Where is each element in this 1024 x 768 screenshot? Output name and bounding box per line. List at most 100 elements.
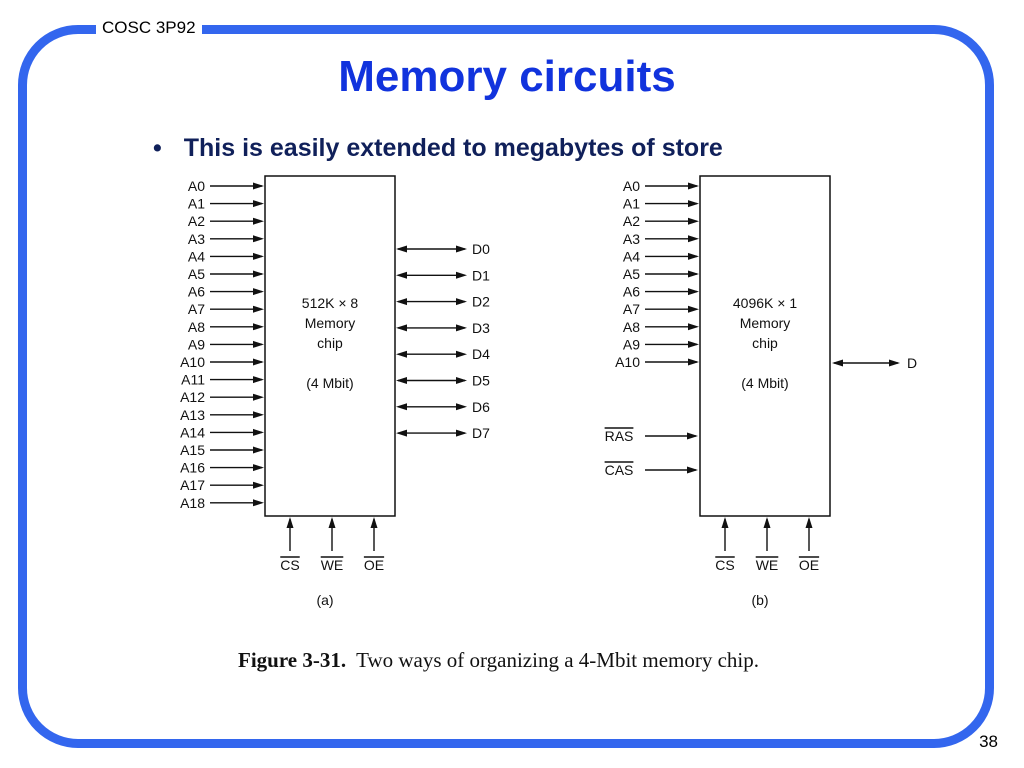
- diagram-a-data-label: D1: [472, 267, 490, 283]
- diagram-a-data-arrow-in: [396, 350, 407, 358]
- diagram-a-address-label: A8: [188, 319, 205, 335]
- diagram-a-address-arrow: [253, 446, 264, 454]
- diagram-b-strobe-label: CAS: [605, 462, 634, 478]
- diagram-b-control-label: WE: [756, 557, 779, 573]
- diagram-b-control-arrow: [763, 517, 771, 528]
- diagram-a-address-arrow: [253, 393, 264, 401]
- diagram-a-chip-label: chip: [317, 335, 343, 351]
- diagram-a-diagram-label: (a): [316, 592, 333, 608]
- diagram-a-data-label: D0: [472, 241, 490, 257]
- diagram-b-address-label: A7: [623, 301, 640, 317]
- diagram-a-control-arrow: [286, 517, 294, 528]
- diagram-b-address-arrow: [688, 340, 699, 348]
- diagram-b-address-arrow: [688, 305, 699, 313]
- diagram-b-address-arrow: [688, 200, 699, 208]
- bullet-marker: •: [153, 134, 162, 162]
- diagram-a-address-arrow: [253, 217, 264, 225]
- diagram-a-control-arrow: [328, 517, 336, 528]
- diagram-b-address-label: A5: [623, 266, 640, 282]
- diagram-a-data-arrow-in: [396, 403, 407, 411]
- diagram-b-address-label: A6: [623, 284, 640, 300]
- diagram-a-chip-label: (4 Mbit): [306, 375, 353, 391]
- diagram-b-address-label: A1: [623, 196, 640, 212]
- diagram-a-data-arrow-in: [396, 271, 407, 279]
- diagram-a-data-arrow-out: [456, 377, 467, 384]
- course-label: COSC 3P92: [96, 18, 202, 38]
- figure-caption: Figure 3-31.Two ways of organizing a 4-M…: [238, 648, 759, 673]
- diagram-a-address-label: A2: [188, 213, 205, 229]
- diagram-b-address-arrow: [688, 235, 699, 243]
- diagram-a-address-arrow: [253, 270, 264, 278]
- diagram-a-chip-label: 512K × 8: [302, 295, 359, 311]
- diagram-b-address-arrow: [688, 288, 699, 296]
- bullet-point: • This is easily extended to megabytes of…: [153, 134, 723, 163]
- diagram-a-data-arrow-in: [396, 324, 407, 332]
- diagram-a-chip-label: Memory: [305, 315, 356, 331]
- diagram-b-strobe-label: RAS: [605, 428, 634, 444]
- diagram-a-address-label: A9: [188, 336, 205, 352]
- diagram-a-address-arrow: [253, 323, 264, 331]
- diagram-b-address-arrow: [688, 217, 699, 225]
- diagram-a-address-label: A0: [188, 178, 205, 194]
- diagram-a-address-arrow: [253, 182, 264, 190]
- diagram-a-data-arrow-in: [396, 377, 407, 384]
- diagram-a-address-label: A7: [188, 301, 205, 317]
- diagram-b-control-label: OE: [799, 557, 819, 573]
- diagram-a-data-arrow-in: [396, 429, 407, 437]
- diagram-a-address-label: A16: [180, 460, 205, 476]
- diagram-a-address-label: A1: [188, 196, 205, 212]
- diagram-a-address-arrow: [253, 428, 264, 436]
- diagram-b-data-arrow-out: [889, 359, 900, 367]
- diagram-b-address-label: A8: [623, 319, 640, 335]
- diagram-a-address-label: A4: [188, 248, 205, 264]
- diagram-a-control-label: CS: [280, 557, 299, 573]
- diagram-a-address-label: A13: [180, 407, 205, 423]
- diagram-a-address-arrow: [253, 235, 264, 243]
- diagram-a-data-arrow-out: [456, 245, 467, 253]
- diagram-a-address-label: A3: [188, 231, 205, 247]
- diagram-a-address-label: A6: [188, 284, 205, 300]
- diagram-a-data-arrow-out: [456, 403, 467, 411]
- diagram-a-address-arrow: [253, 252, 264, 260]
- diagram-b-chip-box: [699, 175, 831, 517]
- diagram-a-address-label: A17: [180, 477, 205, 493]
- diagram-a-control-arrow: [370, 517, 378, 528]
- diagram-a-address-arrow: [253, 411, 264, 419]
- slide-title: Memory circuits: [338, 52, 676, 101]
- diagram-a-data-arrow-out: [456, 324, 467, 332]
- diagram-a-address-arrow: [253, 499, 264, 507]
- diagram-a-data-label: D2: [472, 294, 490, 310]
- diagram-a-data-label: D6: [472, 399, 490, 415]
- diagram-b-address-arrow: [688, 270, 699, 278]
- diagram-b-address-label: A4: [623, 248, 640, 264]
- diagram-b-address-label: A3: [623, 231, 640, 247]
- diagram-a-address-label: A11: [181, 372, 205, 388]
- diagram-b-control-arrow: [721, 517, 729, 528]
- diagram-a-address-arrow: [253, 305, 264, 313]
- diagram-b-chip-label: 4096K × 1: [733, 295, 797, 311]
- diagram-a-control-label: WE: [321, 557, 344, 573]
- diagram-b-strobe-arrow: [687, 432, 698, 440]
- diagram-b-diagram-label: (b): [751, 592, 768, 608]
- bullet-text: This is easily extended to megabytes of …: [183, 134, 723, 162]
- figure-caption-text: Two ways of organizing a 4-Mbit memory c…: [356, 648, 760, 672]
- diagram-a-address-arrow: [253, 481, 264, 489]
- diagram-b-control-arrow: [805, 517, 813, 528]
- diagram-b-address-label: A9: [623, 336, 640, 352]
- diagram-b-data-arrow-in: [832, 359, 843, 367]
- diagram-a-data-arrow-in: [396, 245, 407, 253]
- diagram-a-address-label: A5: [188, 266, 205, 282]
- diagram-b-address-arrow: [688, 358, 699, 366]
- diagram-a-address-arrow: [253, 200, 264, 208]
- diagram-a-data-arrow-out: [456, 350, 467, 358]
- diagram-a-address-label: A10: [180, 354, 205, 370]
- diagram-a-control-label: OE: [364, 557, 384, 573]
- diagram-a-address-arrow: [253, 288, 264, 296]
- diagram-a-address-label: A12: [180, 389, 205, 405]
- diagram-a-address-arrow: [253, 376, 264, 384]
- diagram-a-data-arrow-out: [456, 429, 467, 437]
- diagram-a-address-arrow: [253, 464, 264, 472]
- diagram-b-strobe-arrow: [687, 466, 698, 474]
- diagram-b-address-arrow: [688, 323, 699, 331]
